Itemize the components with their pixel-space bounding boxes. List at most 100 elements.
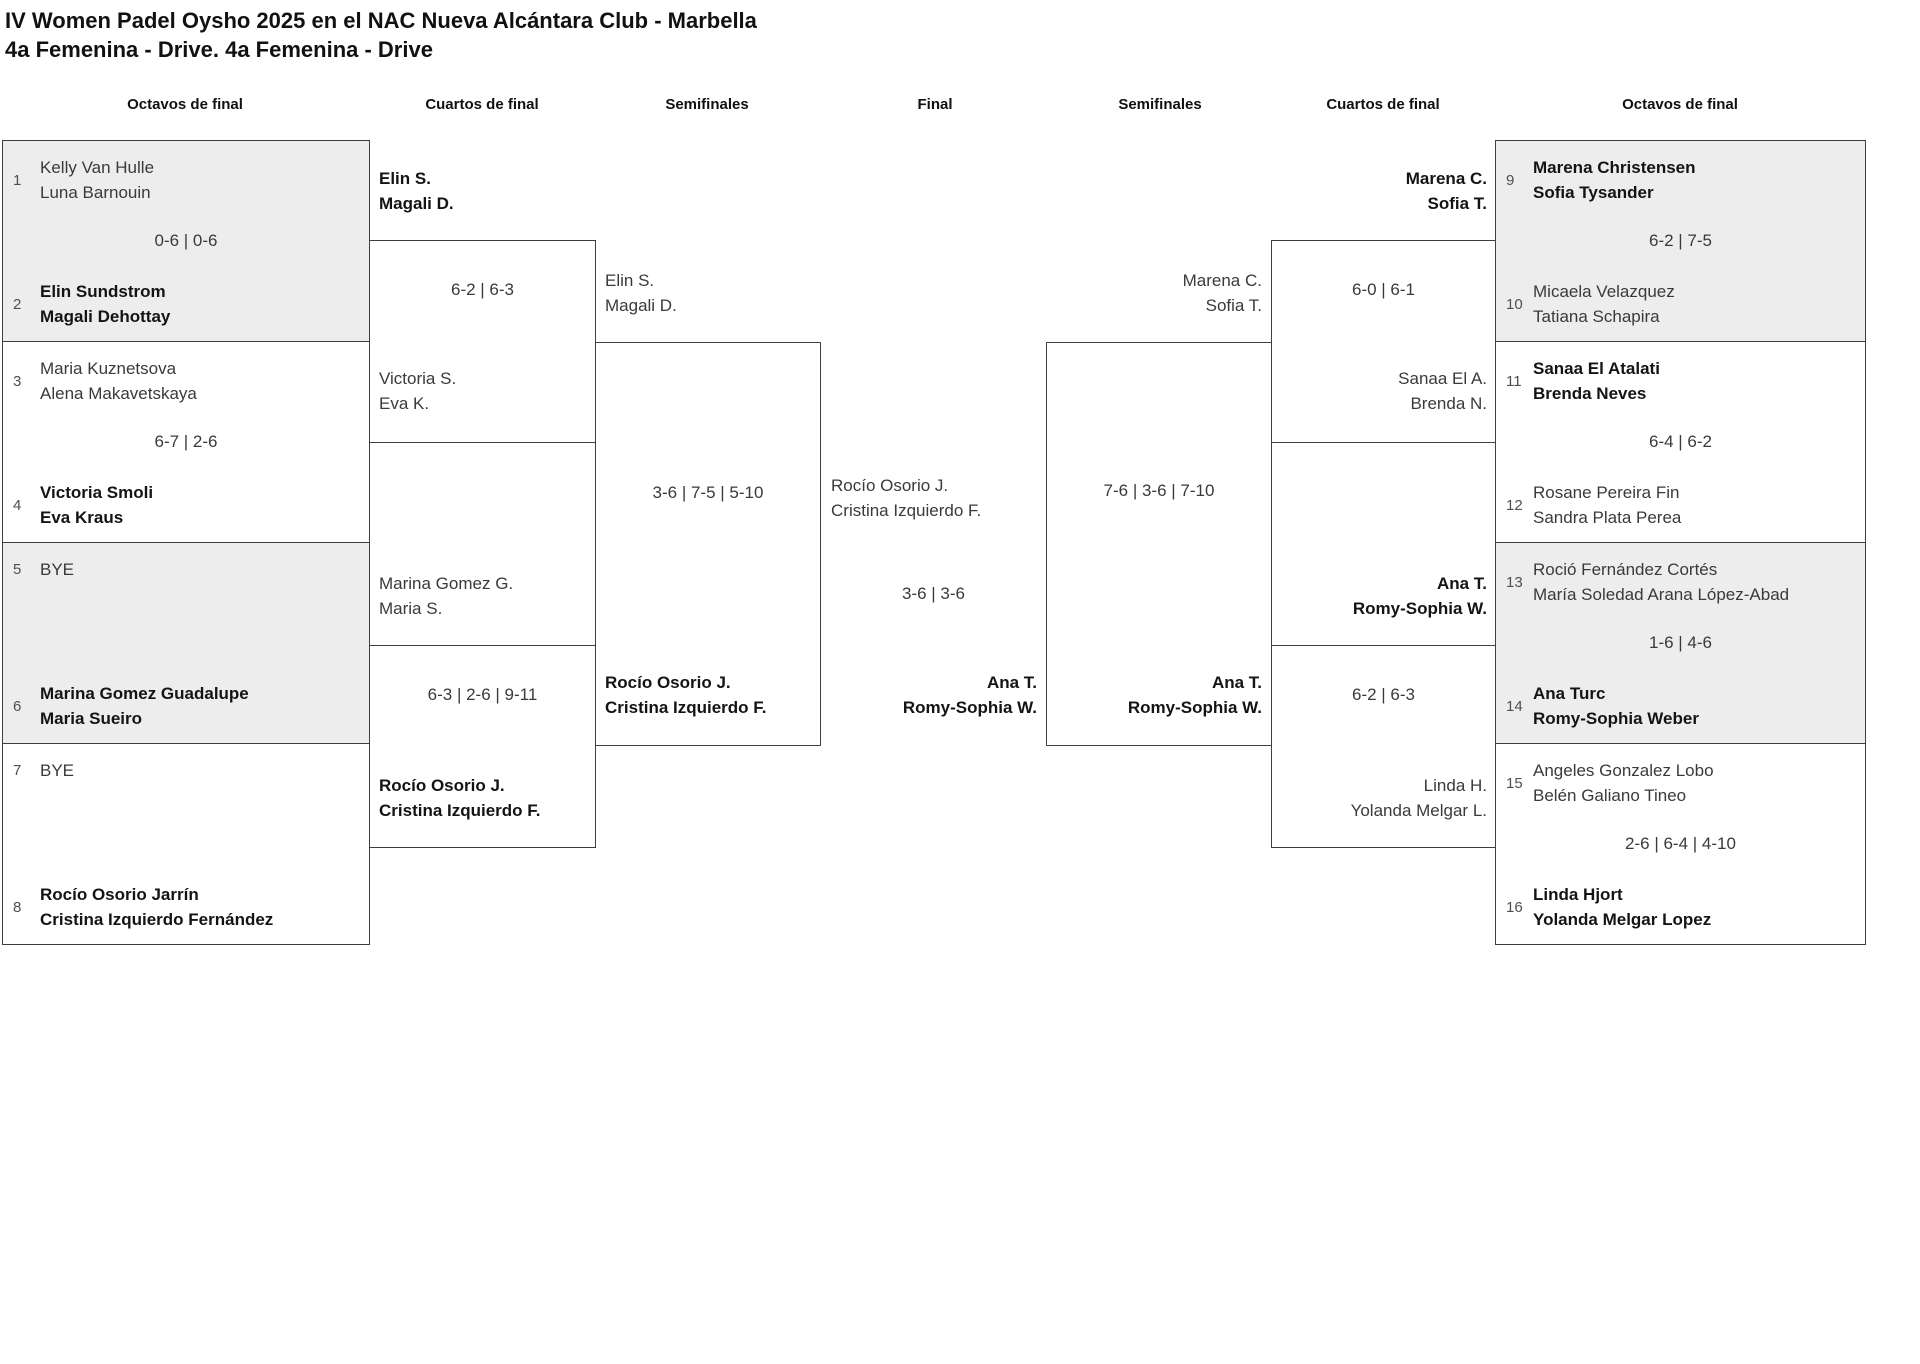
player-name: Elin S. bbox=[605, 271, 655, 290]
player-name: Romy-Sophia W. bbox=[902, 698, 1037, 717]
round-header-cuartos-right: Cuartos de final bbox=[1326, 96, 1440, 113]
player-name: Belén Galiano Tineo bbox=[1533, 786, 1687, 805]
team-entry-winner: 8 Rocío Osorio Jarrín Cristina Izquierdo… bbox=[13, 882, 361, 932]
team-names: Roció Fernández Cortés María Soledad Ara… bbox=[1533, 557, 1789, 607]
team-names: Angeles Gonzalez Lobo Belén Galiano Tine… bbox=[1533, 758, 1714, 808]
player-name: Linda Hjort bbox=[1533, 885, 1623, 904]
team-semifinal-left-bottom: Rocío Osorio J. Cristina Izquierdo F. bbox=[605, 670, 767, 720]
team-names: Marina Gomez Guadalupe Maria Sueiro bbox=[40, 681, 249, 731]
player-name: Cristina Izquierdo F. bbox=[831, 501, 982, 520]
match-box-octavos-left-3: 5 BYE 6 Marina Gomez Guadalupe Maria Sue… bbox=[2, 542, 370, 744]
player-name: Yolanda Melgar Lopez bbox=[1533, 910, 1712, 929]
player-name: Cristina Izquierdo Fernández bbox=[40, 910, 274, 929]
player-name: Tatiana Schapira bbox=[1533, 307, 1660, 326]
seed-number: 3 bbox=[13, 372, 22, 390]
team-names: Sanaa El Atalati Brenda Neves bbox=[1533, 356, 1660, 406]
team-names: Rocío Osorio Jarrín Cristina Izquierdo F… bbox=[40, 882, 273, 932]
seed-number: 14 bbox=[1506, 697, 1523, 715]
team-entry: 10 Micaela Velazquez Tatiana Schapira bbox=[1506, 279, 1857, 329]
player-name: Cristina Izquierdo F. bbox=[379, 801, 541, 820]
match-score-final: 3-6 | 3-6 bbox=[901, 584, 965, 603]
player-name: Sofia T. bbox=[1427, 194, 1487, 213]
team-entry-winner: 6 Marina Gomez Guadalupe Maria Sueiro bbox=[13, 681, 361, 731]
match-box-semifinal-left bbox=[595, 342, 821, 746]
player-name: Luna Barnouin bbox=[40, 183, 151, 202]
player-name: Sanaa El A. bbox=[1398, 369, 1487, 388]
player-name: BYE bbox=[40, 560, 75, 579]
match-box-cuartos-right-1 bbox=[1271, 240, 1496, 443]
round-header-octavos-right: Octavos de final bbox=[1622, 96, 1738, 113]
player-name: Ana Turc bbox=[1533, 684, 1606, 703]
player-name: Angeles Gonzalez Lobo bbox=[1533, 761, 1714, 780]
team-entry-winner: 14 Ana Turc Romy-Sophia Weber bbox=[1506, 681, 1857, 731]
player-name: Cristina Izquierdo F. bbox=[605, 698, 767, 717]
team-names: BYE bbox=[40, 557, 74, 582]
player-name: Linda H. bbox=[1423, 776, 1487, 795]
player-name: Maria Sueiro bbox=[40, 709, 143, 728]
player-name: Rocío Osorio Jarrín bbox=[40, 885, 199, 904]
team-names: Linda Hjort Yolanda Melgar Lopez bbox=[1533, 882, 1711, 932]
round-header-final: Final bbox=[917, 96, 953, 113]
team-entry: 15 Angeles Gonzalez Lobo Belén Galiano T… bbox=[1506, 758, 1857, 808]
team-entry-winner: 11 Sanaa El Atalati Brenda Neves bbox=[1506, 356, 1857, 406]
player-name: Brenda N. bbox=[1410, 394, 1487, 413]
player-name: Magali D. bbox=[605, 296, 677, 315]
player-name: Maria Kuznetsova bbox=[40, 359, 177, 378]
match-box-octavos-right-3: 13 Roció Fernández Cortés María Soledad … bbox=[1495, 542, 1866, 744]
page-title: IV Women Padel Oysho 2025 en el NAC Nuev… bbox=[5, 6, 757, 64]
player-name: Marena C. bbox=[1405, 169, 1487, 188]
team-cuartos-right-2-bottom: Linda H. Yolanda Melgar L. bbox=[1271, 773, 1487, 823]
team-semifinal-right-bottom: Ana T. Romy-Sophia W. bbox=[1046, 670, 1262, 720]
round-header-cuartos-left: Cuartos de final bbox=[425, 96, 539, 113]
player-name: Sofia T. bbox=[1205, 296, 1262, 315]
seed-number: 16 bbox=[1506, 898, 1523, 916]
team-entry-winner: 4 Victoria Smoli Eva Kraus bbox=[13, 480, 361, 530]
match-box-octavos-right-1: 9 Marena Christensen Sofia Tysander 6-2 … bbox=[1495, 140, 1866, 342]
team-names: BYE bbox=[40, 758, 74, 783]
player-name: Rosane Pereira Fin bbox=[1533, 483, 1680, 502]
seed-number: 5 bbox=[13, 561, 22, 578]
player-name: Romy-Sophia Weber bbox=[1533, 709, 1699, 728]
team-cuartos-right-1-bottom: Sanaa El A. Brenda N. bbox=[1271, 366, 1487, 416]
team-entry-bye: 7 BYE bbox=[13, 758, 361, 783]
title-line-1: IV Women Padel Oysho 2025 en el NAC Nuev… bbox=[5, 8, 757, 33]
team-cuartos-right-1-top: Marena C. Sofia T. bbox=[1271, 166, 1487, 216]
match-box-cuartos-right-2 bbox=[1271, 645, 1496, 848]
team-names: Victoria Smoli Eva Kraus bbox=[40, 480, 153, 530]
team-final-left: Rocío Osorio J. Cristina Izquierdo F. bbox=[831, 473, 981, 523]
team-cuartos-left-1-bottom: Victoria S. Eva K. bbox=[379, 366, 456, 416]
match-box-octavos-left-4: 7 BYE 8 Rocío Osorio Jarrín Cristina Izq… bbox=[2, 743, 370, 945]
team-entry-winner: 9 Marena Christensen Sofia Tysander bbox=[1506, 155, 1857, 205]
seed-number: 1 bbox=[13, 171, 22, 189]
team-cuartos-left-1-top: Elin S. Magali D. bbox=[379, 166, 454, 216]
player-name: Sanaa El Atalati bbox=[1533, 359, 1660, 378]
round-header-octavos-left: Octavos de final bbox=[127, 96, 243, 113]
player-name: María Soledad Arana López-Abad bbox=[1533, 585, 1790, 604]
player-name: Elin S. bbox=[379, 169, 431, 188]
seed-number: 2 bbox=[13, 295, 22, 313]
player-name: Marena C. bbox=[1182, 271, 1262, 290]
team-names: Micaela Velazquez Tatiana Schapira bbox=[1533, 279, 1675, 329]
player-name: Rocío Osorio J. bbox=[379, 776, 505, 795]
match-box-octavos-right-2: 11 Sanaa El Atalati Brenda Neves 6-4 | 6… bbox=[1495, 341, 1866, 543]
match-score: 7-6 | 3-6 | 7-10 bbox=[1103, 481, 1215, 500]
round-header-semifinales-left: Semifinales bbox=[665, 96, 749, 113]
team-cuartos-left-2-bottom: Rocío Osorio J. Cristina Izquierdo F. bbox=[379, 773, 541, 823]
team-entry-winner: 16 Linda Hjort Yolanda Melgar Lopez bbox=[1506, 882, 1857, 932]
title-line-2: 4a Femenina - Drive. 4a Femenina - Drive bbox=[5, 37, 433, 62]
player-name: Ana T. bbox=[986, 673, 1037, 692]
seed-number: 10 bbox=[1506, 295, 1523, 313]
team-entry: 12 Rosane Pereira Fin Sandra Plata Perea bbox=[1506, 480, 1857, 530]
match-box-octavos-left-2: 3 Maria Kuznetsova Alena Makavetskaya 6-… bbox=[2, 341, 370, 543]
player-name: Marena Christensen bbox=[1533, 158, 1696, 177]
seed-number: 13 bbox=[1506, 573, 1523, 591]
seed-number: 9 bbox=[1506, 171, 1515, 189]
team-entry: 3 Maria Kuznetsova Alena Makavetskaya bbox=[13, 356, 361, 406]
player-name: Rocío Osorio J. bbox=[831, 476, 949, 495]
player-name: Rocío Osorio J. bbox=[605, 673, 731, 692]
player-name: Roció Fernández Cortés bbox=[1533, 560, 1718, 579]
match-score: 3-6 | 7-5 | 5-10 bbox=[652, 483, 764, 502]
player-name: Ana T. bbox=[1211, 673, 1262, 692]
team-entry-bye: 5 BYE bbox=[13, 557, 361, 582]
match-score: 6-2 | 6-3 bbox=[1351, 685, 1415, 704]
